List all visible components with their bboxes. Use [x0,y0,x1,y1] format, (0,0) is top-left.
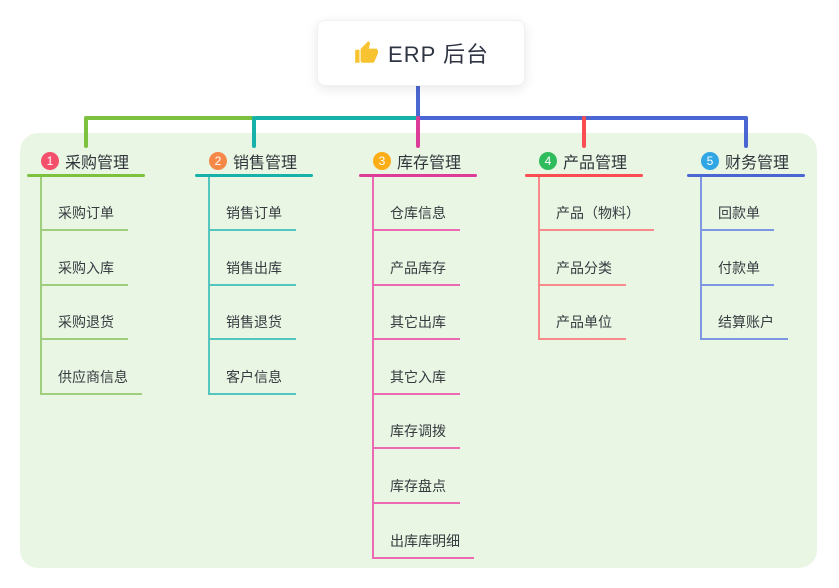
mindmap-child-node[interactable]: 客户信息 [208,365,296,395]
branch-title-label: 财务管理 [725,155,790,172]
mindmap-child-node[interactable]: 产品库存 [372,256,460,286]
mindmap-child-node[interactable]: 销售订单 [208,201,296,231]
mindmap-child-node[interactable]: 产品（物料） [538,201,654,231]
mindmap-child-node[interactable]: 采购退货 [40,310,128,341]
branch-title-node[interactable]: 3 库存管理 [359,148,477,174]
branch-spine-line [208,177,210,395]
branch-title-label: 库存管理 [397,155,462,172]
branch-block: 4 产品管理产品（物料） 产品分类产品单位 [525,148,654,341]
branch-number-badge: 2 [209,152,227,170]
mindmap-child-node[interactable]: 其它入库 [372,365,460,395]
branch-title-underline [525,174,643,177]
branch-drop-line [416,116,420,148]
branch-title-underline [27,174,145,177]
branch-title-underline [687,174,805,177]
mindmap-child-node[interactable]: 回款单 [700,201,774,231]
branch-number-badge: 4 [539,152,557,170]
branch-block: 1 采购管理采购订单采购入库采购退货供应商信息 [27,148,145,395]
branch-drop-line [252,116,256,148]
branch-title-label: 采购管理 [65,155,130,172]
thumbs-up-icon [353,40,379,66]
mindmap-child-node[interactable]: 仓库信息 [372,201,460,231]
branch-title-underline [195,174,313,177]
branch-title-node[interactable]: 2 销售管理 [195,148,313,174]
branch-number-badge: 5 [701,152,719,170]
branch-number-badge: 3 [373,152,391,170]
mindmap-child-node[interactable]: 产品分类 [538,256,626,286]
bus-segment [86,116,254,120]
mindmap-child-node[interactable]: 结算账户 [700,310,788,341]
root-node[interactable]: ERP 后台 [317,20,525,86]
mindmap-child-node[interactable]: 供应商信息 [40,365,142,395]
branch-drop-line [84,116,88,148]
root-node-label: ERP 后台 [388,42,489,67]
mindmap-child-node[interactable]: 付款单 [700,256,774,286]
branch-drop-line [744,116,748,148]
branch-title-label: 产品管理 [563,155,628,172]
root-drop-line [416,84,420,120]
branch-title-node[interactable]: 5 财务管理 [687,148,805,174]
branch-number-badge: 1 [41,152,59,170]
mindmap-child-node[interactable]: 其它出库 [372,310,460,341]
mindmap-background-panel [20,133,817,568]
branch-title-label: 销售管理 [233,155,298,172]
branch-spine-line [372,177,374,559]
branch-title-node[interactable]: 1 采购管理 [27,148,145,174]
mindmap-child-node[interactable]: 出库库明细 [372,529,474,559]
branch-block: 2 销售管理销售订单销售出库销售退货客户信息 [195,148,313,395]
branch-spine-line [538,177,540,341]
mindmap-child-node[interactable]: 采购入库 [40,256,128,286]
mindmap-child-node[interactable]: 产品单位 [538,310,626,341]
branch-spine-line [700,177,702,341]
branch-block: 3 库存管理仓库信息产品库存其它出库其它入库库存调拨库存盘点出库库明细 [359,148,477,559]
branch-block: 5 财务管理回款单付款单结算账户 [687,148,805,341]
branch-title-node[interactable]: 4 产品管理 [525,148,643,174]
mindmap-child-node[interactable]: 销售退货 [208,310,296,341]
mindmap-child-node[interactable]: 库存调拨 [372,419,460,450]
bus-segment [254,116,418,120]
branch-title-underline [359,174,477,177]
mindmap-child-node[interactable]: 采购订单 [40,201,128,231]
branch-drop-line [582,116,586,148]
branch-spine-line [40,177,42,395]
mindmap-child-node[interactable]: 库存盘点 [372,474,460,504]
mindmap-child-node[interactable]: 销售出库 [208,256,296,286]
